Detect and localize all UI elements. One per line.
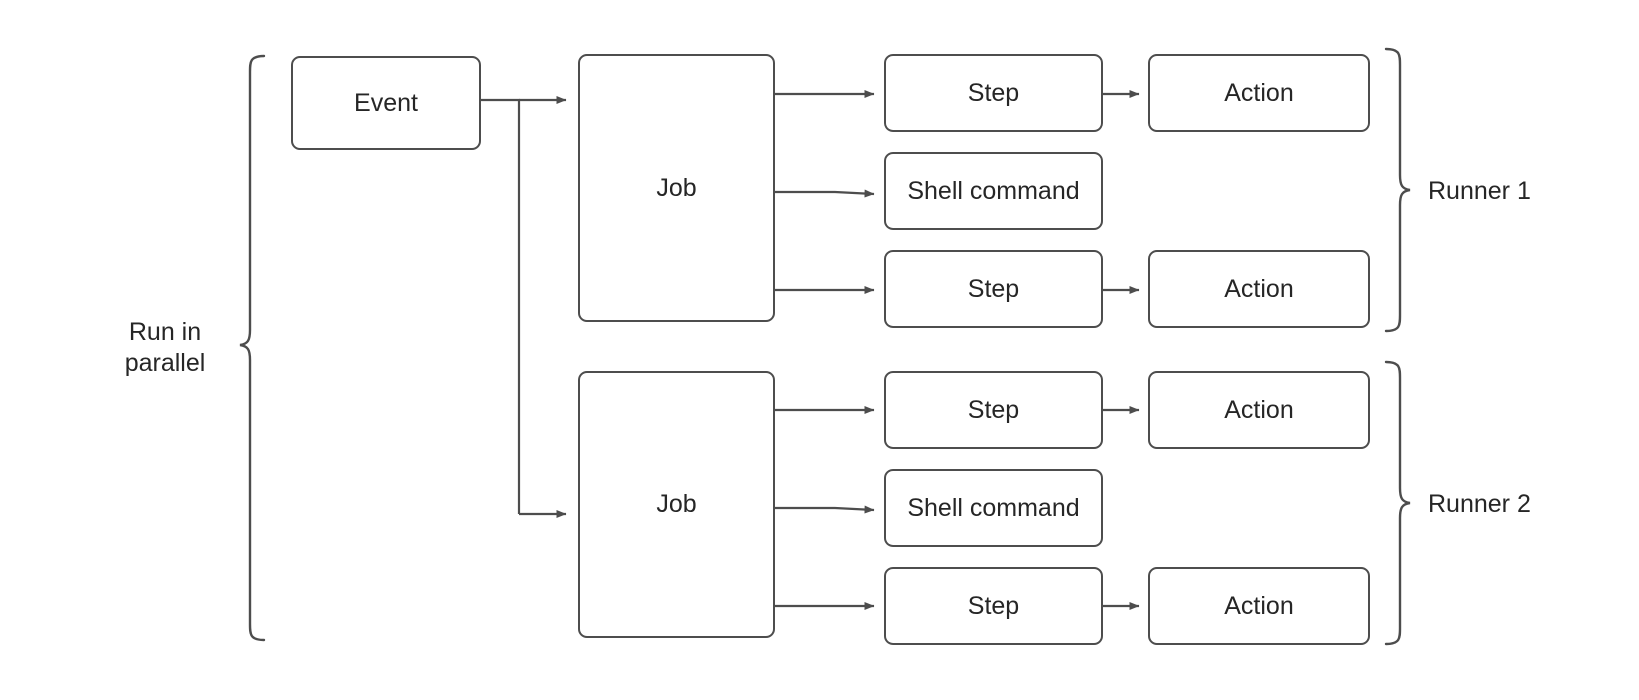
- node-runner1-action-1[interactable]: Action: [1148, 54, 1370, 132]
- node-runner2-step-1[interactable]: Step: [884, 371, 1103, 449]
- node-runner2-step-2-label: Step: [967, 591, 1020, 620]
- node-runner2-step-2[interactable]: Step: [884, 567, 1103, 645]
- node-event[interactable]: Event: [291, 56, 481, 150]
- node-runner2-step-1-label: Step: [967, 395, 1020, 424]
- node-runner2-shell-command[interactable]: Shell command: [884, 469, 1103, 547]
- node-runner1-step-2-label: Step: [967, 274, 1020, 303]
- node-runner2-action-1[interactable]: Action: [1148, 371, 1370, 449]
- brace-label-runner-1: Runner 1: [1428, 177, 1531, 205]
- node-runner2-action-1-label: Action: [1224, 395, 1294, 424]
- connector-event-to-jobs: [481, 96, 567, 518]
- node-job-2-label: Job: [656, 490, 697, 519]
- connector-runner2-steps-to-actions: [1103, 406, 1140, 610]
- connector-runner1-steps-to-actions: [1103, 90, 1140, 294]
- brace-run-in-parallel: [239, 54, 266, 642]
- brace-runner-2: [1384, 360, 1411, 646]
- node-runner2-action-2-label: Action: [1224, 591, 1294, 620]
- node-event-label: Event: [354, 88, 418, 117]
- node-runner1-shell-command-label: Shell command: [907, 176, 1080, 205]
- brace-runner-1: [1384, 47, 1411, 333]
- node-job-1[interactable]: Job: [578, 54, 775, 322]
- node-runner2-action-2[interactable]: Action: [1148, 567, 1370, 645]
- node-job-2[interactable]: Job: [578, 371, 775, 638]
- node-runner1-action-2[interactable]: Action: [1148, 250, 1370, 328]
- node-runner1-step-2[interactable]: Step: [884, 250, 1103, 328]
- node-job-1-label: Job: [656, 173, 697, 202]
- node-runner2-shell-command-label: Shell command: [907, 493, 1080, 522]
- node-runner1-action-1-label: Action: [1224, 78, 1294, 107]
- connector-job1-to-children: [775, 90, 875, 294]
- node-runner1-step-1-label: Step: [967, 78, 1020, 107]
- brace-label-run-in-parallel: Run in parallel: [124, 318, 206, 378]
- brace-label-runner-2: Runner 2: [1428, 490, 1531, 518]
- node-runner1-shell-command[interactable]: Shell command: [884, 152, 1103, 230]
- connector-job2-to-children: [775, 406, 875, 610]
- node-runner1-action-2-label: Action: [1224, 274, 1294, 303]
- node-runner1-step-1[interactable]: Step: [884, 54, 1103, 132]
